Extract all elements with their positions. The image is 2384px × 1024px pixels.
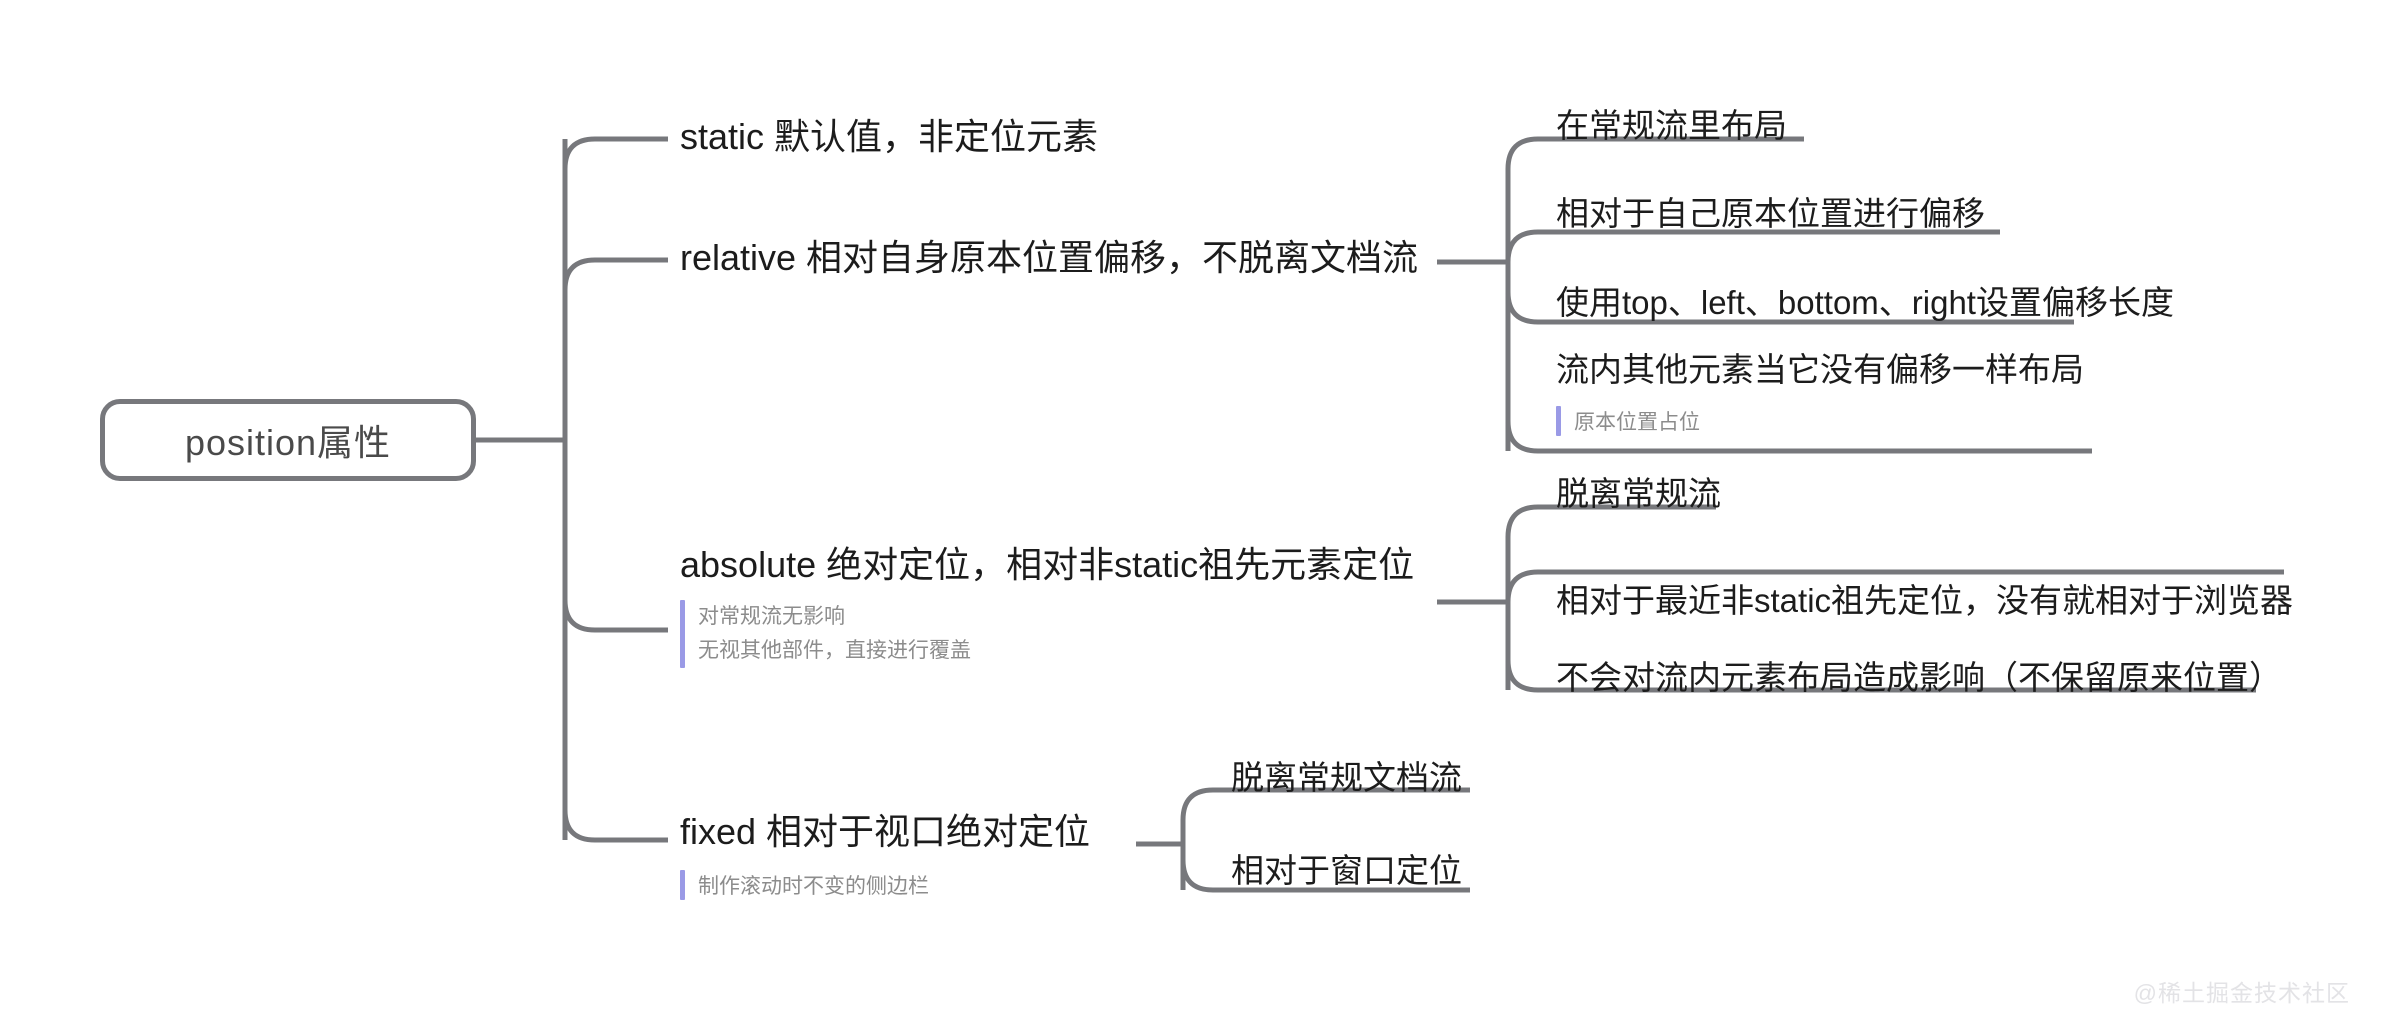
- note-text: 原本位置占位: [1574, 411, 1700, 434]
- note-text: 无视其他部件，直接进行覆盖: [698, 639, 971, 662]
- note-relative-4: 原本位置占位: [1556, 406, 1700, 440]
- sub-label-relative-4[interactable]: 流内其他元素当它没有偏移一样布局: [1556, 351, 2084, 388]
- branch-label-fixed[interactable]: fixed 相对于视口绝对定位: [680, 811, 1091, 852]
- watermark: @稀土掘金技术社区: [2133, 980, 2350, 1006]
- sub-label-absolute-3[interactable]: 不会对流内元素布局造成影响（不保留原来位置）: [1556, 659, 2282, 696]
- wire-branch-relative: [562, 257, 668, 291]
- note-absolute: 对常规流无影响 无视其他部件，直接进行覆盖: [680, 600, 971, 670]
- note-fixed: 制作滚动时不变的侧边栏: [680, 870, 929, 904]
- note-lines: 原本位置占位: [1574, 406, 1700, 440]
- wire-fixed-item-2: [1180, 859, 1470, 893]
- wire-absolute-item-2: [1505, 569, 2284, 603]
- wire-relative-item-4: [1505, 420, 2092, 454]
- root-node[interactable]: position属性: [100, 399, 476, 481]
- sub-label-absolute-1[interactable]: 脱离常规流: [1556, 475, 1721, 512]
- sub-label-fixed-2[interactable]: 相对于窗口定位: [1231, 852, 1462, 889]
- wire-branch-fixed: [562, 809, 668, 843]
- note-bar-icon: [680, 870, 685, 900]
- branch-label-relative[interactable]: relative 相对自身原本位置偏移，不脱离文档流: [680, 237, 1419, 278]
- wire-absolute-item-3: [1505, 659, 2256, 693]
- root-node-label: position属性: [184, 422, 392, 463]
- sub-label-relative-1[interactable]: 在常规流里布局: [1556, 107, 1787, 144]
- sub-label-relative-3[interactable]: 使用top、left、bottom、right设置偏移长度: [1556, 284, 2174, 321]
- branch-label-absolute[interactable]: absolute 绝对定位，相对非static祖先元素定位: [680, 544, 1415, 585]
- sub-label-relative-2[interactable]: 相对于自己原本位置进行偏移: [1556, 195, 1985, 232]
- wire-fixed-item-1: [1180, 787, 1470, 821]
- note-lines: 制作滚动时不变的侧边栏: [698, 870, 929, 904]
- wire-branch-static: [562, 136, 668, 170]
- wire-branch-absolute: [562, 599, 668, 633]
- sub-label-fixed-1[interactable]: 脱离常规文档流: [1231, 759, 1462, 796]
- sub-label-absolute-2[interactable]: 相对于最近非static祖先定位，没有就相对于浏览器: [1556, 582, 2294, 619]
- note-bar-icon: [680, 600, 685, 668]
- note-text: 对常规流无影响: [698, 605, 845, 628]
- wire-relative-item-1: [1505, 136, 1804, 170]
- note-text: 制作滚动时不变的侧边栏: [698, 875, 929, 898]
- branch-label-static[interactable]: static 默认值，非定位元素: [680, 116, 1099, 157]
- note-lines: 对常规流无影响 无视其他部件，直接进行覆盖: [698, 600, 971, 668]
- note-bar-icon: [1556, 406, 1561, 436]
- wire-relative-item-3: [1505, 291, 2074, 325]
- wire-absolute-item-1: [1505, 504, 1716, 538]
- wire-relative-item-2: [1505, 229, 2000, 263]
